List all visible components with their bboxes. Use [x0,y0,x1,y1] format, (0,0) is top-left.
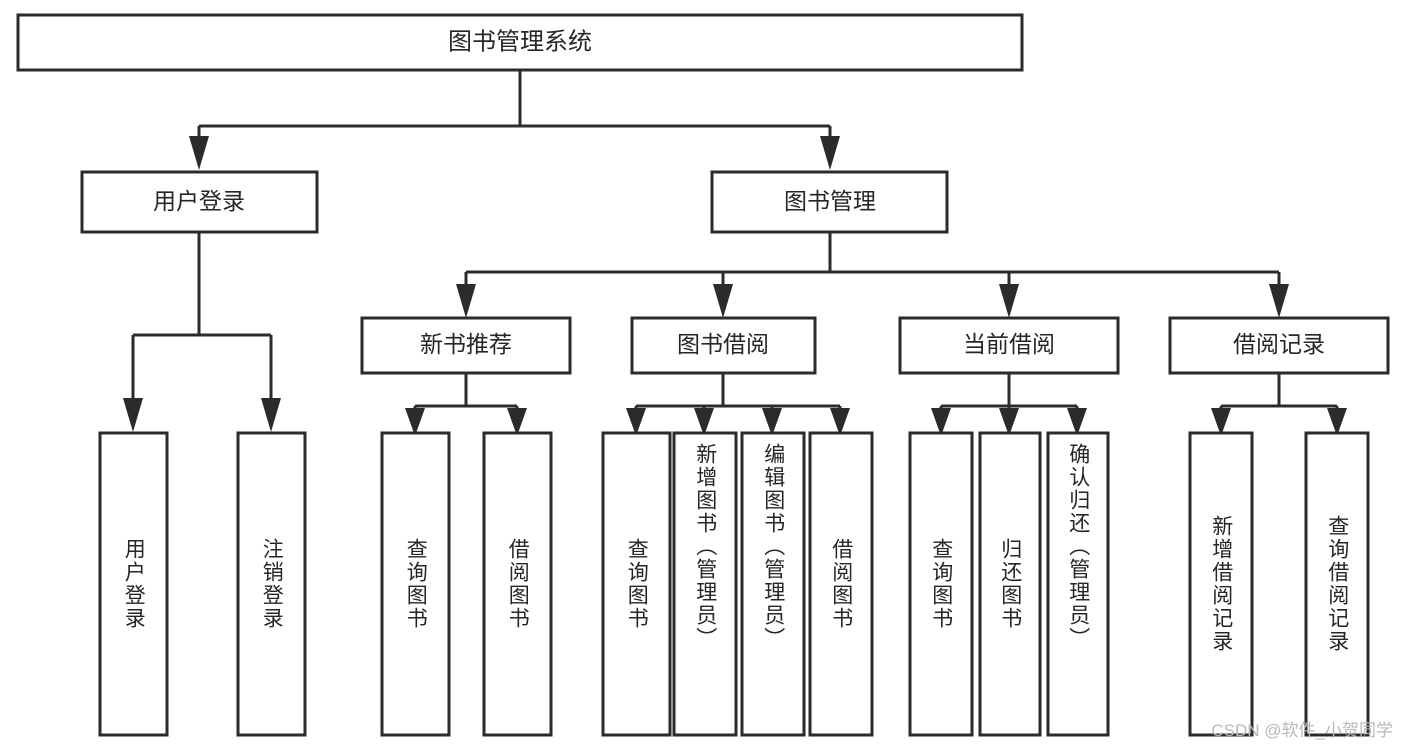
node-book-management-box [710,170,949,234]
arrow-head-icon [713,284,733,318]
leaf-box-nbr-borrow-book [482,431,553,737]
connector-current-borrow-to-leaves [931,373,1087,436]
arrow-head-icon [999,284,1019,318]
node-root-box [16,13,1024,72]
node-borrow-record: 借阅记录 [1168,316,1390,375]
connector-user-login-to-leaves [123,232,281,432]
leaf-box-cb-query-book [908,431,974,737]
arrow-head-icon [456,284,476,318]
connector-new-book-recommend-to-leaves [405,373,527,436]
node-book-management-label: 图书管理 [784,188,876,214]
leaf-box-bb-query-book [601,431,672,737]
arrow-head-icon [1067,408,1087,436]
node-book-borrow: 图书借阅 [630,316,817,375]
leaf-box-br-query-record [1304,431,1370,737]
arrow-head-icon [931,408,951,436]
arrow-head-icon [189,136,209,170]
node-current-borrow-box [898,316,1120,375]
node-user-login: 用户登录 [80,170,319,234]
node-root-label: 图书管理系统 [448,28,592,55]
leaf-box-nbr-query-book [380,431,451,737]
node-root: 图书管理系统 [16,13,1024,72]
arrow-head-icon [1269,284,1289,318]
node-borrow-record-box [1168,316,1390,375]
arrow-head-icon [820,136,840,170]
connector-book-borrow-to-leaves [626,373,850,436]
arrow-head-icon [999,408,1019,436]
connector-book-management-to-level2 [456,232,1289,318]
leaf-box-bb-add-book [672,431,738,737]
arrow-head-icon [626,408,646,436]
node-book-borrow-box [630,316,817,375]
connector-borrow-record-to-leaves [1211,373,1347,436]
node-book-management: 图书管理 [710,170,949,234]
arrow-head-icon [694,408,714,436]
node-current-borrow-label: 当前借阅 [963,331,1055,357]
arrow-head-icon [507,408,527,436]
node-new-book-recommend: 新书推荐 [360,316,572,375]
leaf-box-cb-return-book [978,431,1042,737]
node-user-login-label: 用户登录 [153,188,245,214]
leaf-box-cb-confirm-return [1046,431,1110,737]
leaf-box-user-login [98,431,169,737]
node-new-book-recommend-label: 新书推荐 [420,331,512,357]
arrow-head-icon [261,398,281,432]
leaf-box-bb-borrow-book [808,431,874,737]
arrow-head-icon [1327,408,1347,436]
node-new-book-recommend-box [360,316,572,375]
arrow-head-icon [405,408,425,436]
arrow-head-icon [123,398,143,432]
node-book-borrow-label: 图书借阅 [677,331,769,357]
csdn-watermark: CSDN @软件_小贺同学 [1211,721,1393,740]
arrow-head-icon [1211,408,1231,436]
leaf-box-br-add-record [1188,431,1254,737]
leaf-box-bb-edit-book [740,431,806,737]
arrow-head-icon [762,408,782,436]
node-current-borrow: 当前借阅 [898,316,1120,375]
arrow-head-icon [830,408,850,436]
leaf-box-logout [236,431,307,737]
connector-root-to-level1 [189,70,840,170]
node-borrow-record-label: 借阅记录 [1233,331,1325,357]
